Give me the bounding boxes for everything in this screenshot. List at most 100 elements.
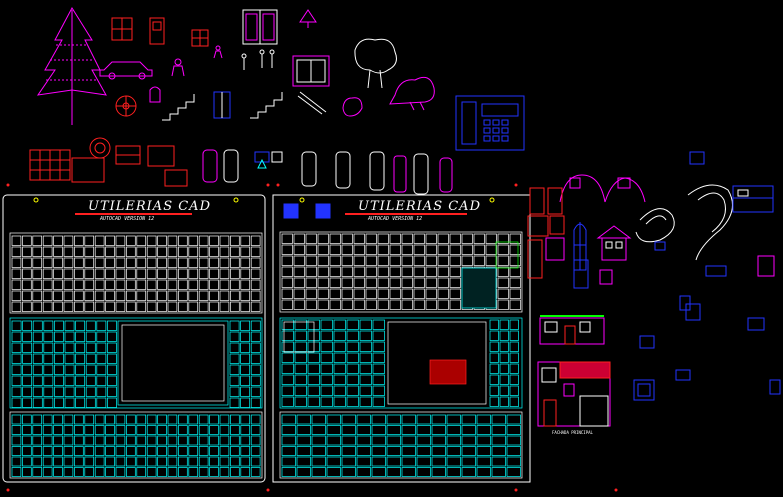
symbol-cell [359,330,372,341]
symbol-cell [96,331,107,342]
symbol-cell [146,467,157,477]
symbol-cell [356,414,371,425]
symbol-cell [63,467,74,477]
symbol-cell [461,233,473,244]
symbol-cell [386,414,401,425]
sheet-right-subtitle: AUTOCAD VERSION 12 [368,216,423,222]
doors-set-icon [527,187,565,279]
symbol-cell [188,425,199,435]
symbol-cell [326,425,341,435]
symbol-cell [250,397,261,408]
symbol-cell [32,235,43,246]
symbol-cell [425,255,437,266]
symbol-cell [240,320,251,331]
symbol-cell [11,268,22,279]
central-screen-inner [121,324,225,402]
symbol-cell [74,446,84,456]
symbol-cell [320,396,333,407]
symbol-cell [359,319,372,330]
sheet-left-title: UTILERIAS CAD [88,199,211,214]
double-door-icon [242,9,278,45]
symbol-cell [509,233,521,244]
symbol-cell [22,435,32,446]
symbol-cell [326,446,341,456]
symbol-cell [84,467,95,477]
window-frame-icon [292,55,330,87]
symbol-cell [74,425,84,435]
symbol-cell [294,385,307,396]
symbol-cell [240,467,251,477]
symbol-cell [22,268,32,279]
symbol-cell [281,266,293,277]
facade-caption: FACHADA PRINCIPAL [552,430,593,435]
symbol-cell [489,396,499,407]
symbol-cell [499,396,509,407]
symbol-cell [377,266,389,277]
symbol-cell [42,446,53,456]
symbol-cell [32,467,43,477]
symbol-cell [461,446,476,456]
symbol-cell [311,456,326,467]
symbol-cell [219,268,230,279]
symbol-cell [485,244,497,255]
symbol-cell [230,301,240,312]
symbol-cell [294,352,307,363]
symbol-cell [491,456,506,467]
symbol-cell [305,266,317,277]
symbol-cell [84,301,95,312]
symbol-cell [341,414,356,425]
symbol-cell [22,397,33,408]
arch-icon [559,174,646,203]
symbol-cell [431,435,446,446]
symbol-cell [240,386,251,397]
symbol-cell [94,467,105,477]
symbol-cell [305,244,317,255]
symbol-cell [240,435,251,446]
symbol-cell [296,446,311,456]
tall-window-icon [573,222,589,289]
symbol-cell [107,375,117,386]
symbol-cell [311,414,326,425]
symbol-cell [74,456,84,467]
symbol-cell [281,456,296,467]
symbol-cell [198,456,209,467]
symbol-cell [11,246,22,257]
symbol-cell [188,301,199,312]
symbol-cell [209,290,219,301]
symbol-cell [115,279,126,290]
symbol-cell [157,467,167,477]
symbol-cell [311,446,326,456]
symbol-cell [105,456,115,467]
symbol-cell [22,279,32,290]
symbol-cell [320,319,333,330]
symbol-cell [509,396,519,407]
symbol-cell [115,301,126,312]
symbol-cell [63,268,74,279]
sheet-frame-right[interactable] [272,194,531,483]
symbol-cell [54,364,64,375]
symbol-cell [377,255,389,266]
symbol-cell [32,301,43,312]
symbol-cell [401,288,413,299]
symbol-cell [449,288,461,299]
symbol-cell [461,255,473,266]
symbol-cell [473,233,485,244]
symbol-cell [22,301,32,312]
symbol-cell [32,279,43,290]
symbol-cell [219,456,230,467]
symbol-cell [178,414,188,425]
symbol-cell [499,330,509,341]
symbol-cell [219,279,230,290]
symbol-cell [42,414,53,425]
symbol-cell [372,396,385,407]
symbol-cell [22,257,32,268]
sheet-frame-left[interactable] [2,194,266,483]
symbol-cell [240,425,251,435]
symbol-cell [11,456,22,467]
symbol-cell [157,246,167,257]
symbol-cell [401,277,413,288]
symbol-cell [230,235,240,246]
symbol-cell [96,320,107,331]
symbol-cell [188,414,199,425]
